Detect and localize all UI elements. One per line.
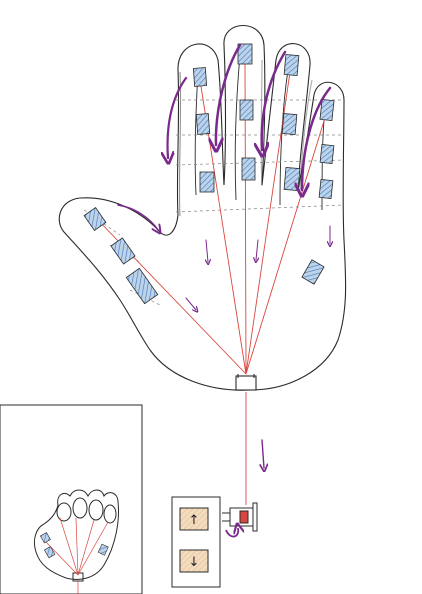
wrist-anchor xyxy=(236,374,256,390)
pad-palm xyxy=(302,260,324,284)
sensor-pads xyxy=(84,44,334,304)
pad-little-proximal xyxy=(319,179,333,198)
pad-middle-middle xyxy=(240,100,253,120)
control-panel: ↑ ↓ xyxy=(172,497,220,587)
pad-ring-middle xyxy=(282,114,297,135)
pull-arrow-cable xyxy=(262,440,264,468)
pull-arrow-middle xyxy=(256,240,258,260)
spool-core xyxy=(240,511,248,523)
pad-index-distal xyxy=(193,68,206,87)
pad-thumb-proximal xyxy=(126,268,157,303)
motion-arrows xyxy=(118,45,330,468)
up-button[interactable]: ↑ xyxy=(180,508,208,530)
actuator xyxy=(222,503,257,537)
pad-thumb-distal xyxy=(84,208,106,231)
flex-arrow-thumb xyxy=(118,205,158,230)
inset-fist xyxy=(0,405,142,594)
up-arrow-icon: ↑ xyxy=(189,513,200,528)
pull-arrow-index xyxy=(206,240,208,262)
pad-little-middle xyxy=(320,144,334,163)
inset-frame xyxy=(0,405,142,594)
flex-arrow-index xyxy=(168,78,186,158)
pad-ring-distal xyxy=(284,55,299,76)
pull-arrow-thumb xyxy=(186,298,196,310)
down-arrow-icon: ↓ xyxy=(189,555,200,570)
pad-ring-proximal xyxy=(284,167,300,190)
flex-arrow-middle xyxy=(216,45,240,145)
spool-flange xyxy=(253,503,257,531)
pad-index-middle xyxy=(196,114,209,135)
pad-thumb-middle xyxy=(111,238,135,264)
pad-index-proximal xyxy=(200,172,214,192)
down-button[interactable]: ↓ xyxy=(180,550,208,572)
pad-little-distal xyxy=(320,99,334,120)
pad-middle-proximal xyxy=(242,158,255,180)
